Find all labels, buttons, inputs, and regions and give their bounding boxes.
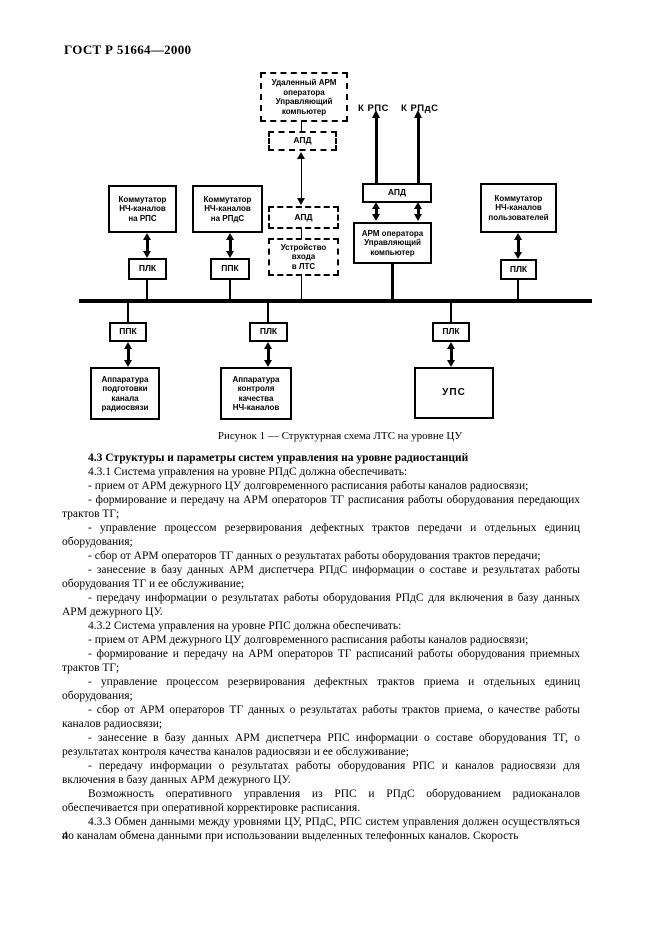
arrow-ppk-equip-prep bbox=[124, 342, 132, 367]
box-apd-main: АПД bbox=[362, 183, 432, 203]
line-bus-to-plk-ups bbox=[450, 303, 452, 322]
paragraph: - формирование и передачу на АРМ операто… bbox=[62, 648, 580, 674]
paragraph: - передачу информации о результатах рабо… bbox=[62, 592, 580, 618]
line-apd-to-entry-device bbox=[301, 229, 302, 238]
box-arm-operator: АРМ оператора Управляющий компьютер bbox=[353, 222, 432, 264]
box-switch-users: Коммутатор НЧ-каналов пользователей bbox=[480, 183, 557, 233]
label-to-rps: К РПС bbox=[358, 103, 389, 114]
data-bus-line bbox=[79, 299, 592, 303]
paragraph: - передачу информации о результатах рабо… bbox=[62, 760, 580, 786]
figure-caption: Рисунок 1 — Структурная схема ЛТС на уро… bbox=[217, 430, 463, 442]
box-ppk-prep: ППК bbox=[109, 322, 147, 342]
box-ups: УПС bbox=[414, 367, 494, 419]
paragraph: - управление процессом резервирования де… bbox=[62, 676, 580, 702]
paragraph: - сбор от АРМ операторов ТГ данных о рез… bbox=[62, 704, 580, 730]
arrow-plk-equip-quality bbox=[264, 342, 272, 367]
box-plk-ups: ПЛК bbox=[432, 322, 470, 342]
paragraph: - занесение в базу данных АРМ диспетчера… bbox=[62, 732, 580, 758]
paragraph: 4.3.2 Система управления на уровне РПС д… bbox=[88, 620, 402, 632]
box-equip-quality: Аппаратура контроля качества НЧ-каналов bbox=[220, 367, 292, 420]
arrow-switch-users-plk bbox=[514, 233, 522, 259]
box-apd-remote: АПД bbox=[268, 131, 337, 151]
box-apd-entry: АПД bbox=[268, 206, 339, 229]
paragraph: - сбор от АРМ операторов ТГ данных о рез… bbox=[88, 550, 541, 562]
box-ppk-rpds: ППК bbox=[210, 258, 250, 280]
arrow-apd-to-rps bbox=[371, 110, 380, 183]
box-remote-arm: Удаленный АРМ оператора Управляющий комп… bbox=[260, 72, 348, 122]
label-to-rpds: К РПдС bbox=[401, 103, 439, 114]
arrow-apd-remote-apd-entry bbox=[297, 152, 305, 205]
line-plk-users-to-bus bbox=[517, 280, 519, 300]
arrow-apd-arm-left bbox=[372, 202, 380, 221]
standard-code: ГОСТ Р 51664—2000 bbox=[64, 42, 192, 57]
arrow-switch-rpds-ppk bbox=[226, 233, 234, 258]
line-bus-to-ppk-prep bbox=[127, 303, 129, 322]
section-4-3-text: 4.3 Структуры и параметры систем управле… bbox=[62, 451, 580, 843]
box-entry-device: Устройство входа в ЛТС bbox=[268, 238, 339, 276]
paragraph: Возможность оперативного управления из Р… bbox=[62, 788, 580, 814]
section-heading: 4.3 Структуры и параметры систем управле… bbox=[88, 452, 469, 464]
paragraph: 4.3.3 Обмен данными между уровнями ЦУ, Р… bbox=[62, 816, 580, 842]
arrow-apd-to-rpds bbox=[413, 110, 422, 183]
arrow-switch-rps-plk bbox=[143, 233, 151, 258]
box-plk-quality: ПЛК bbox=[249, 322, 288, 342]
line-remote-arm-to-apd bbox=[301, 121, 302, 131]
box-switch-rps: Коммутатор НЧ-каналов на РПС bbox=[108, 185, 177, 233]
page-number: 4 bbox=[62, 828, 68, 842]
arrow-plk-ups bbox=[447, 342, 455, 367]
paragraph: - занесение в базу данных АРМ диспетчера… bbox=[62, 564, 580, 590]
line-entry-device-to-bus bbox=[301, 276, 302, 300]
box-switch-rpds: Коммутатор НЧ-каналов на РПдС bbox=[192, 185, 263, 233]
paragraph: 4.3.1 Система управления на уровне РПдС … bbox=[88, 466, 408, 478]
line-bus-to-plk-quality bbox=[267, 303, 269, 322]
paragraph: - управление процессом резервирования де… bbox=[62, 522, 580, 548]
paragraph: - прием от АРМ дежурного ЦУ долговременн… bbox=[88, 480, 529, 492]
line-plk-rps-to-bus bbox=[146, 280, 148, 300]
line-arm-operator-to-bus bbox=[391, 264, 394, 299]
box-plk-users: ПЛК bbox=[500, 259, 537, 280]
line-ppk-rpds-to-bus bbox=[229, 280, 231, 300]
arrow-apd-arm-right bbox=[414, 202, 422, 221]
paragraph: - формирование и передачу на АРМ операто… bbox=[62, 494, 580, 520]
paragraph: - прием от АРМ дежурного ЦУ долговременн… bbox=[88, 634, 529, 646]
box-equip-prep: Аппаратура подготовки канала радиосвязи bbox=[90, 367, 160, 420]
box-plk-rps: ПЛК bbox=[128, 258, 167, 280]
